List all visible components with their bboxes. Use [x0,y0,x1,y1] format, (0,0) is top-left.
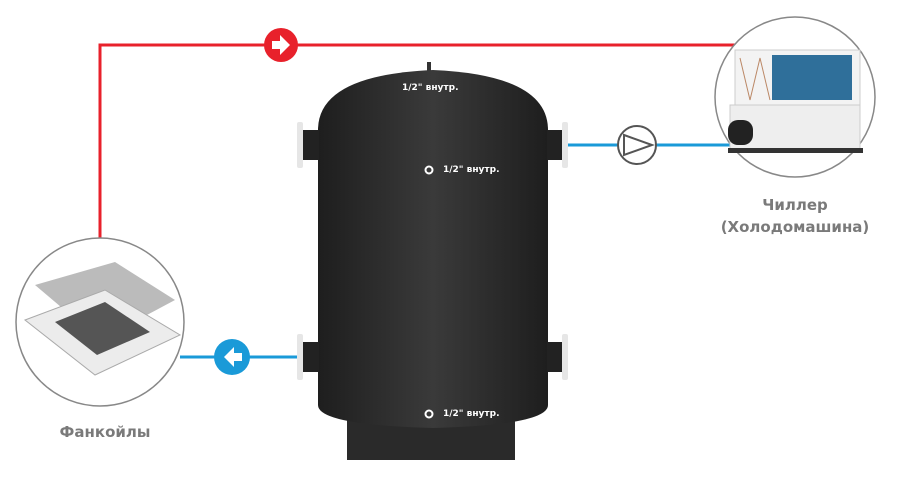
chiller-label-line2: (Холодомашина) [720,218,870,236]
fancoil-image [15,237,185,407]
arrow-left-icon [214,339,250,375]
port-top-label: 1/2" внутр. [402,83,459,93]
buffer-tank [297,62,568,460]
chiller-label: Чиллер (Холодомашина) [700,196,890,236]
chiller-label-line1: Чиллер [762,196,828,214]
pump-icon [617,125,657,165]
arrow-right-icon [264,28,298,62]
port-upper-label: 1/2" внутр. [443,165,500,175]
port-bottom-label: 1/2" внутр. [443,409,500,419]
supply-pipe [98,43,735,242]
fancoils-label: Фанкойлы [59,423,151,441]
chiller-image [714,16,876,178]
